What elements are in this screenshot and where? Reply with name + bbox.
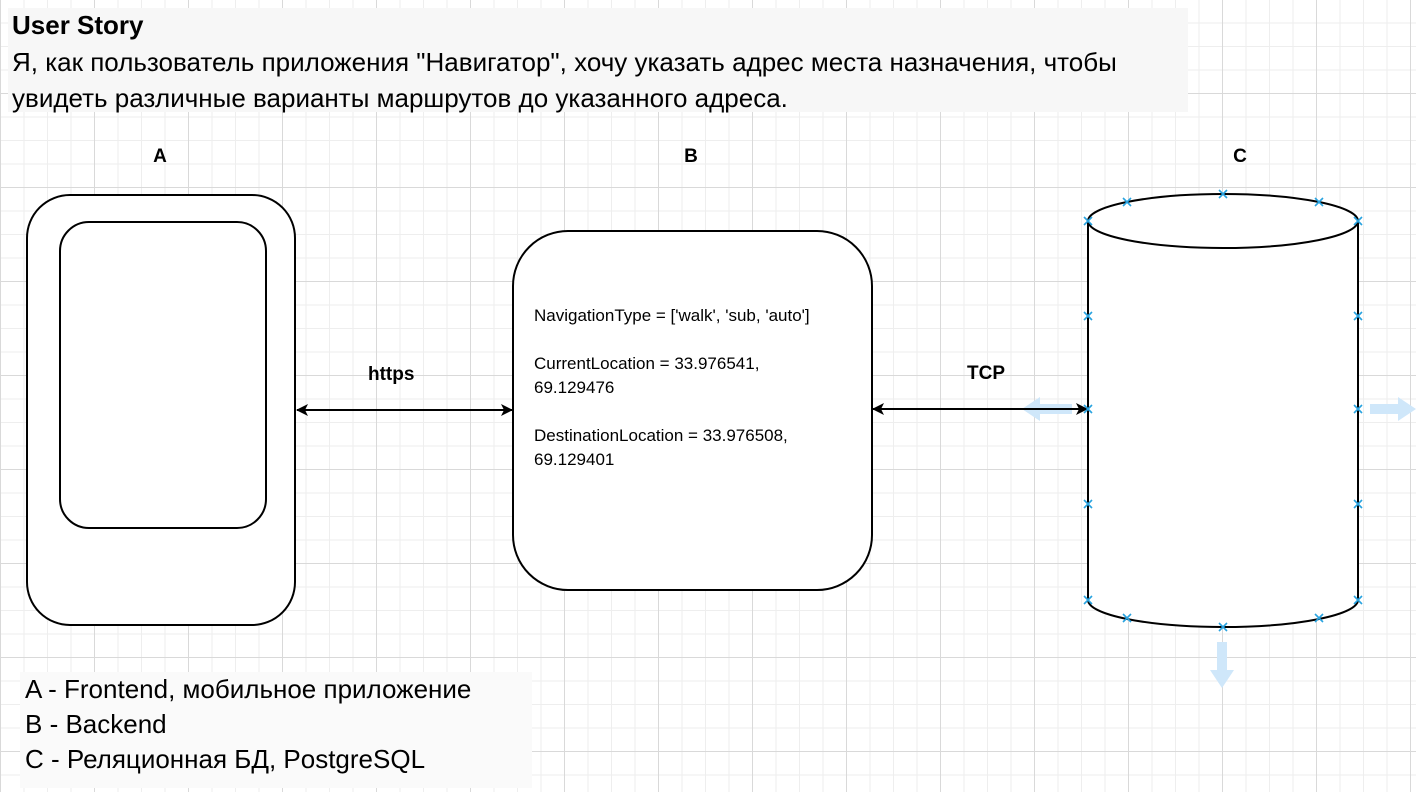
resize-handle-icon[interactable] [1314,197,1324,207]
resize-handle-icon[interactable] [1353,499,1363,509]
resize-handle-icon[interactable] [1083,499,1093,509]
legend-item-b: B - Backend [25,709,167,739]
resize-handle-icon[interactable] [1083,216,1093,226]
mobile-device-node[interactable] [26,194,296,626]
resize-handle-icon[interactable] [1353,216,1363,226]
legend-item-a: A - Frontend, мобильное приложение [25,674,472,704]
backend-node-text: NavigationType = ['walk', 'sub, 'auto'] … [534,306,810,469]
hover-arrow-down-icon[interactable] [1210,642,1234,688]
resize-handle-icon[interactable] [1083,595,1093,605]
legend-item-c: C - Реляционная БД, PostgreSQL [25,744,426,774]
user-story-title: User Story [12,10,144,40]
legend[interactable]: A - Frontend, мобильное приложение B - B… [20,672,532,788]
resize-handle-icon[interactable] [1314,613,1324,623]
resize-handle-icon[interactable] [1083,311,1093,321]
database-node[interactable] [1087,193,1359,628]
hover-arrow-right-icon[interactable] [1370,397,1416,421]
resize-handle-icon[interactable] [1083,404,1093,414]
node-a-label: A [153,146,167,167]
resize-handle-icon[interactable] [1218,622,1228,632]
node-b-label: B [684,146,698,167]
edge-label-https: https [368,364,415,385]
resize-handle-icon[interactable] [1218,189,1228,199]
resize-handle-icon[interactable] [1353,595,1363,605]
user-story-text: Я, как пользователь приложения "Навигато… [12,47,1117,113]
resize-handle-icon[interactable] [1353,311,1363,321]
resize-handle-icon[interactable] [1122,613,1132,623]
user-story[interactable]: User Story Я, как пользователь приложени… [8,8,1188,113]
selection-handles [1083,189,1363,632]
backend-node[interactable]: NavigationType = ['walk', 'sub, 'auto'] … [512,230,873,591]
resize-handle-icon[interactable] [1353,404,1363,414]
mobile-screen[interactable] [59,221,267,529]
node-c-label: C [1233,146,1247,167]
resize-handle-icon[interactable] [1122,197,1132,207]
edge-label-tcp: TCP [967,363,1005,384]
